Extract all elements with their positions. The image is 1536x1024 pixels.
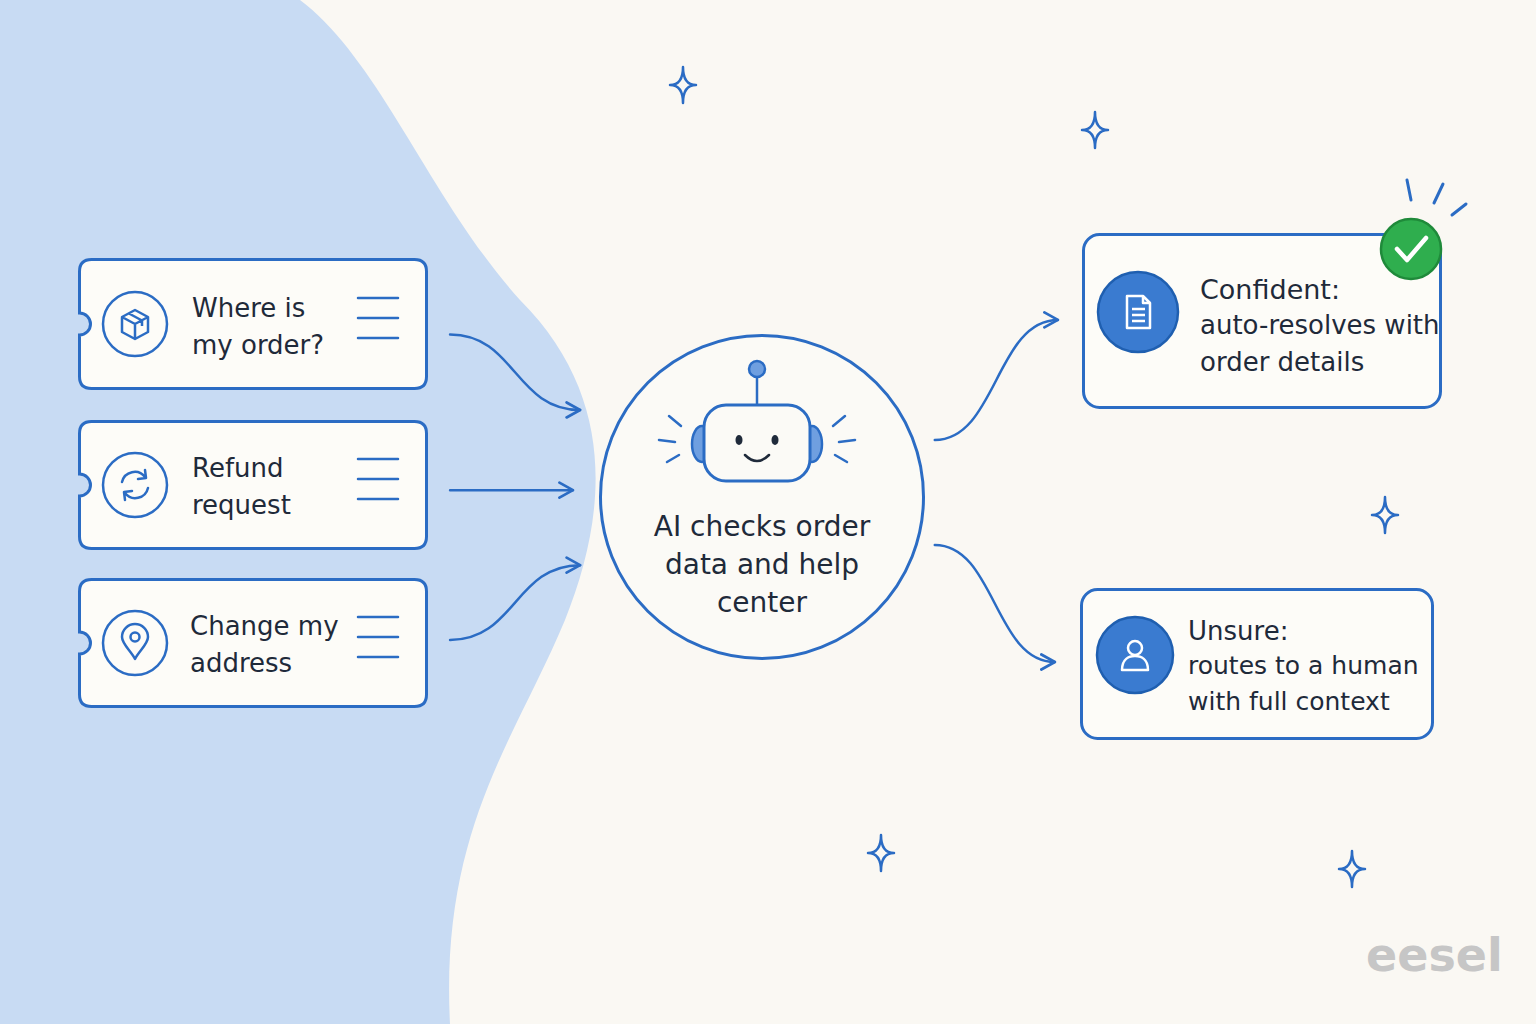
node-outline (78, 258, 428, 390)
node-art (601, 336, 924, 659)
node-art (80, 422, 427, 549)
icon-circle (103, 453, 167, 517)
background-blob (0, 0, 596, 1024)
flow-arrow (450, 565, 580, 640)
box-text: AI checks order data and help center (647, 508, 877, 622)
ray (1452, 204, 1466, 215)
ray (1407, 180, 1411, 200)
ticket-line (358, 656, 398, 659)
robot-ray (839, 440, 855, 442)
sparkle (1372, 497, 1398, 533)
ticket-line (358, 636, 398, 639)
robot-antenna (756, 376, 759, 405)
ticket-line (358, 478, 398, 481)
box-text: auto-resolves with order details (1200, 307, 1452, 381)
robot-ray (835, 455, 847, 462)
pin-icon (122, 624, 148, 659)
circle-outline (601, 336, 924, 659)
node-outline (78, 578, 428, 708)
ticket-box: Refund request (78, 420, 428, 550)
ticket-line (358, 297, 398, 300)
box-icon (122, 310, 148, 339)
box-heading: Confident: (1200, 272, 1420, 308)
box-text: Refund request (192, 450, 352, 524)
box-text: routes to a human with full context (1188, 648, 1428, 720)
icon-circle (103, 611, 167, 675)
person-head (1128, 641, 1142, 655)
flow-arrow (935, 320, 1058, 440)
box-text: Change my address (190, 608, 355, 682)
ticket-box: Change my address (78, 578, 428, 708)
ticket-outline (80, 422, 427, 549)
box-text: Where is my order? (192, 290, 352, 364)
node-outline (78, 420, 428, 550)
sparkle (670, 67, 696, 103)
robot-eye (736, 435, 743, 445)
check-mark (1397, 238, 1426, 260)
box-heading: Unsure: (1188, 613, 1408, 649)
document-icon (1127, 296, 1150, 328)
node-art (80, 260, 427, 389)
robot-ray (833, 416, 845, 426)
ticket-outline (80, 580, 427, 707)
flow-arrow (450, 335, 580, 410)
pin-dot (131, 633, 140, 642)
box-outline (1082, 590, 1433, 739)
ticket-line (358, 337, 398, 340)
sparkle (868, 835, 894, 871)
sparkles (670, 67, 1398, 887)
robot-antenna-ball (749, 361, 765, 377)
sparkle (1082, 112, 1108, 148)
check-badge (1381, 219, 1441, 279)
process-circle: AI checks order data and help center (599, 334, 925, 660)
badge-rays (1407, 180, 1466, 215)
person-body (1122, 656, 1148, 670)
icon-disc (1098, 272, 1178, 352)
robot-smile (745, 455, 769, 461)
robot-head (704, 405, 810, 481)
ray (1434, 184, 1443, 203)
node-art (1082, 590, 1433, 739)
flow-arrow (935, 545, 1055, 662)
ticket-line (358, 317, 398, 320)
robot-eye (772, 435, 779, 445)
icon-disc (1097, 617, 1173, 693)
node-art (80, 580, 427, 707)
refresh-icon (122, 470, 148, 500)
ticket-box: Where is my order? (78, 258, 428, 390)
sparkle (1339, 851, 1365, 887)
icon-circle (103, 292, 167, 356)
ticket-line (358, 498, 398, 501)
flow-arrow (450, 489, 573, 492)
robot-ray (659, 440, 675, 442)
watermark: eesel (1366, 928, 1503, 982)
outcome-box: Confident:auto-resolves with order detai… (1082, 233, 1442, 409)
ticket-outline (80, 260, 427, 389)
outcome-box: Unsure:routes to a human with full conte… (1080, 588, 1434, 740)
robot-ray (667, 455, 679, 462)
ticket-line (358, 616, 398, 619)
robot-ray (669, 416, 681, 426)
ticket-line (358, 458, 398, 461)
